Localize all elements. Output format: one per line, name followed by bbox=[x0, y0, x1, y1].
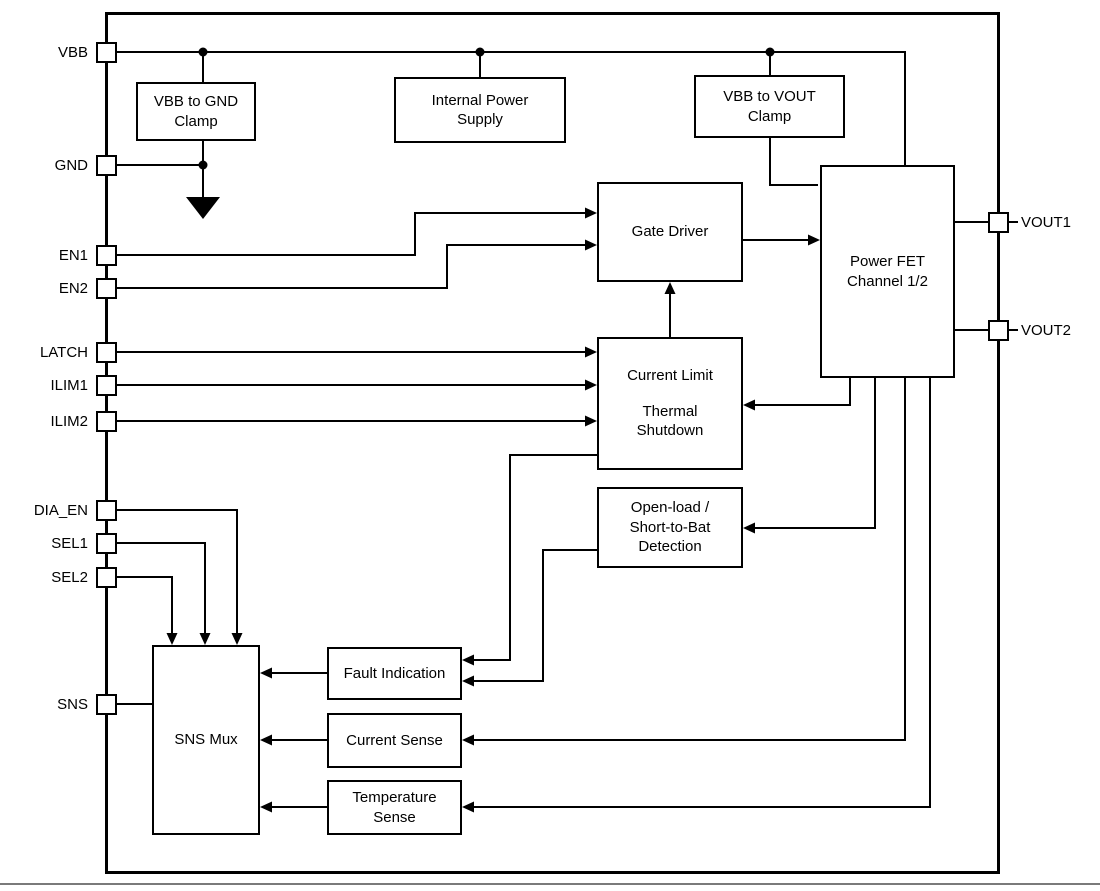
block-power-fet: Power FET Channel 1/2 bbox=[820, 165, 955, 378]
pin-en1 bbox=[96, 244, 117, 266]
block-current-limit-thermal-shutdown: Current Limit Thermal Shutdown bbox=[597, 337, 743, 470]
ilim2-wire bbox=[115, 415, 597, 427]
sel1-wire bbox=[115, 542, 211, 645]
temperature-sense-to-mux-wire bbox=[260, 801, 327, 813]
block-label: Gate Driver bbox=[631, 223, 709, 241]
gnd-net bbox=[115, 140, 220, 219]
current-limit-to-fault-wire bbox=[462, 454, 597, 666]
fet-to-temperature-sense-wire bbox=[462, 378, 931, 813]
block-label: VBB to GND Clamp bbox=[153, 93, 239, 130]
pin-label-sel2: SEL2 bbox=[51, 568, 88, 586]
block-sns-mux: SNS Mux bbox=[152, 645, 260, 835]
block-open-load-detection: Open-load / Short-to-Bat Detection bbox=[597, 487, 743, 568]
fet-to-current-limit-wire bbox=[743, 378, 851, 411]
block-label: Power FET Channel 1/2 bbox=[847, 253, 928, 290]
pin-label-vout2: VOUT2 bbox=[1021, 321, 1072, 339]
pin-label-dia-en: DIA_EN bbox=[33, 501, 88, 519]
pin-ilim1 bbox=[96, 374, 117, 396]
pin-label-en1: EN1 bbox=[58, 246, 88, 264]
pin-dia-en bbox=[96, 499, 117, 521]
block-label: Fault Indication bbox=[343, 664, 446, 682]
block-current-sense: Current Sense bbox=[327, 713, 462, 768]
fet-to-open-load-wire bbox=[743, 378, 876, 534]
pin-en2 bbox=[96, 277, 117, 299]
pin-sel2 bbox=[96, 566, 117, 588]
pin-vout2 bbox=[988, 319, 1009, 341]
pin-label-sns: SNS bbox=[57, 695, 88, 713]
pin-label-ilim1: ILIM1 bbox=[50, 376, 88, 394]
pin-label-vbb: VBB bbox=[57, 43, 88, 61]
fault-to-mux-wire bbox=[260, 667, 327, 679]
pin-gnd bbox=[96, 154, 117, 176]
pin-latch bbox=[96, 341, 117, 363]
block-fault-indication: Fault Indication bbox=[327, 647, 462, 700]
pin-sns bbox=[96, 693, 117, 715]
vbb-net bbox=[115, 47, 906, 166]
block-label-current-limit: Current Limit bbox=[627, 367, 713, 385]
pin-label-latch: LATCH bbox=[39, 343, 88, 361]
block-label: Internal Power Supply bbox=[431, 91, 529, 129]
latch-wire bbox=[115, 346, 597, 358]
block-gate-driver: Gate Driver bbox=[597, 182, 743, 282]
gate-driver-to-fet-wire bbox=[743, 234, 820, 246]
block-label: Open-load / Short-to-Bat Detection bbox=[629, 499, 711, 556]
block-label: SNS Mux bbox=[174, 731, 238, 749]
block-vbb-vout-clamp: VBB to VOUT Clamp bbox=[694, 75, 845, 138]
pin-sel1 bbox=[96, 532, 117, 554]
pin-label-vout1: VOUT1 bbox=[1021, 213, 1072, 231]
vbb-vout-clamp-to-fet-wire bbox=[769, 137, 818, 186]
pin-vout1 bbox=[988, 211, 1009, 233]
pin-ilim2 bbox=[96, 410, 117, 432]
en1-wire bbox=[115, 207, 597, 256]
current-limit-to-gate-driver-wire bbox=[664, 282, 676, 337]
block-internal-power-supply: Internal Power Supply bbox=[394, 77, 566, 143]
pin-label-ilim2: ILIM2 bbox=[50, 412, 88, 430]
pin-vbb bbox=[96, 41, 117, 63]
block-label: Temperature Sense bbox=[352, 789, 437, 826]
en2-wire bbox=[115, 239, 597, 289]
dia-en-wire bbox=[115, 509, 243, 645]
block-vbb-gnd-clamp: VBB to GND Clamp bbox=[136, 82, 256, 141]
open-load-to-fault-wire bbox=[462, 549, 597, 687]
current-sense-to-mux-wire bbox=[260, 734, 327, 746]
ground-symbol bbox=[186, 197, 220, 219]
block-label-thermal-shutdown: Thermal Shutdown bbox=[636, 402, 704, 440]
ilim1-wire bbox=[115, 379, 597, 391]
block-label: VBB to VOUT Clamp bbox=[723, 88, 816, 125]
fet-to-current-sense-wire bbox=[462, 378, 906, 746]
pin-label-en2: EN2 bbox=[58, 279, 88, 297]
block-temperature-sense: Temperature Sense bbox=[327, 780, 462, 835]
page-rule bbox=[0, 883, 1100, 885]
pin-label-sel1: SEL1 bbox=[51, 534, 88, 552]
block-label: Current Sense bbox=[346, 731, 443, 749]
pin-label-gnd: GND bbox=[54, 156, 88, 174]
sel2-wire bbox=[115, 576, 178, 645]
chip-boundary bbox=[105, 12, 1000, 874]
